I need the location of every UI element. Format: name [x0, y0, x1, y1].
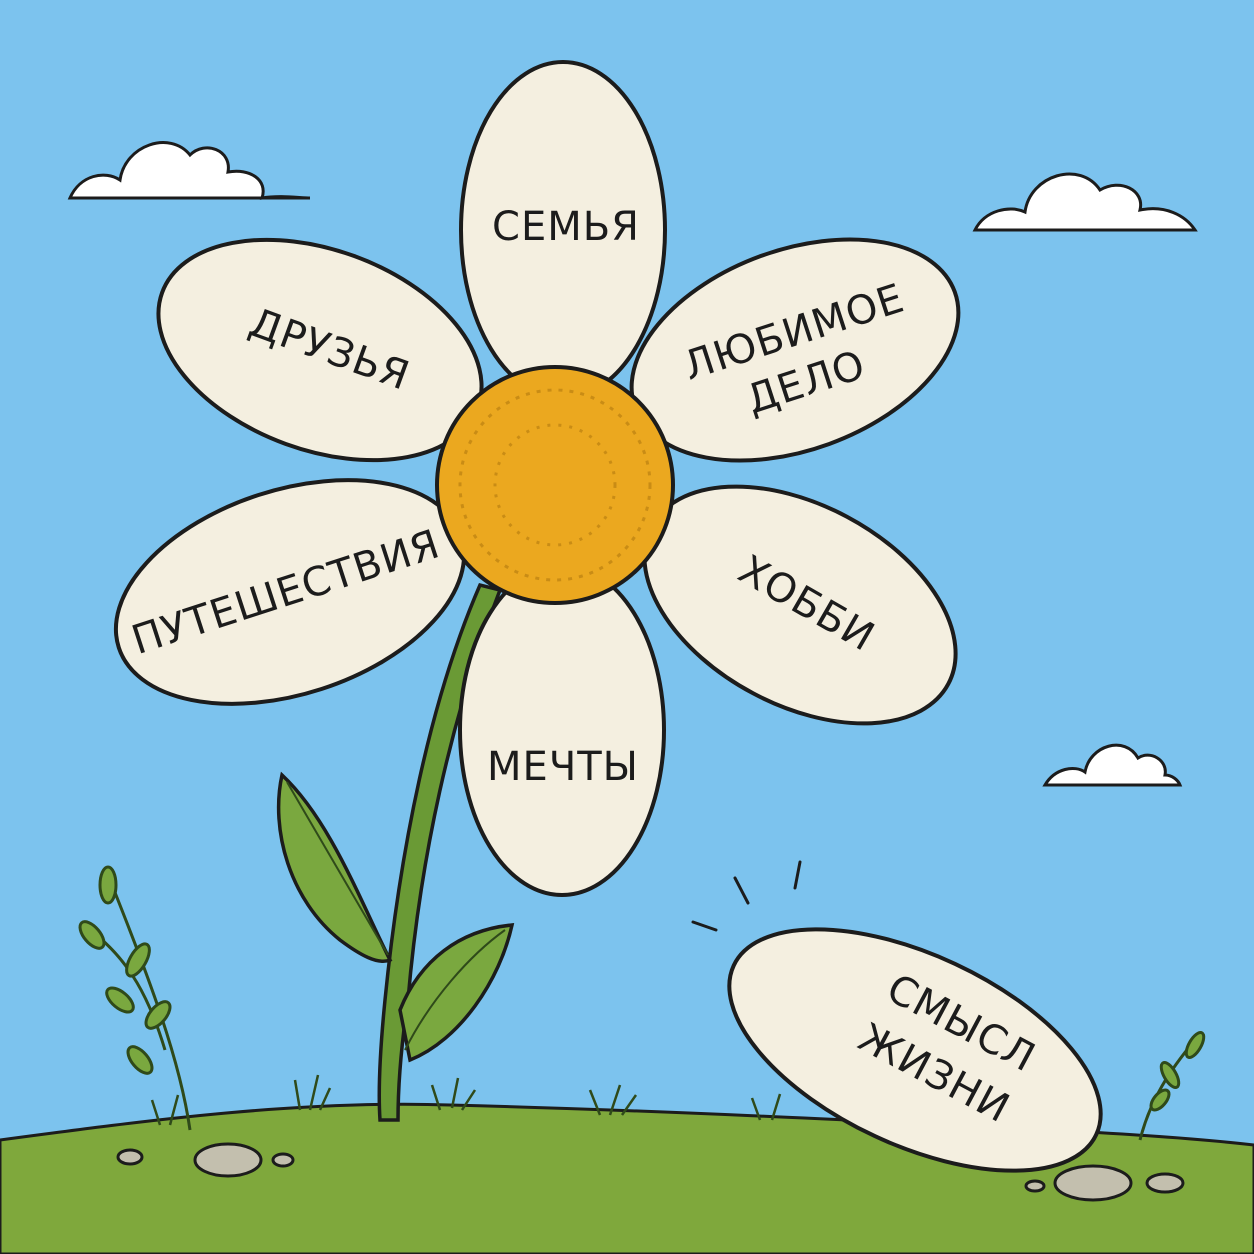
petal-friends: ДРУЗЬЯ: [156, 237, 484, 463]
wild-plant-right: [1138, 1031, 1206, 1141]
wild-plant-left: [78, 865, 192, 1131]
cloud-left: [67, 141, 311, 200]
flower-center-core: [493, 423, 617, 547]
leaf-left-vein: [286, 781, 389, 956]
cloud-right: [972, 172, 1198, 232]
leaf-right: [398, 923, 515, 1063]
fallen-petal: СМЫСЛ ЖИЗНИ: [727, 927, 1103, 1173]
petal-family-label: СЕМЬЯ: [492, 204, 640, 250]
leaf-left: [276, 771, 393, 963]
leaf-right-vein: [404, 929, 506, 1051]
flower-stem: [377, 582, 503, 1122]
flower-center-inner: [458, 388, 652, 582]
petal-dreams: МЕЧТЫ: [458, 563, 666, 897]
flower-center: [435, 365, 675, 605]
petal-dreams-label: МЕЧТЫ: [487, 744, 639, 790]
petal-travel: ПУТЕШЕСТВИЯ: [113, 478, 467, 706]
petal-hobby: ХОББИ: [642, 484, 958, 726]
petal-favorite-work: ЛЮБИМОЕ ДЕЛО: [629, 237, 961, 463]
motion-marks: [691, 860, 802, 932]
stones: [116, 1142, 1185, 1202]
cloud-small: [1042, 743, 1183, 787]
petal-family: СЕМЬЯ: [459, 60, 667, 400]
